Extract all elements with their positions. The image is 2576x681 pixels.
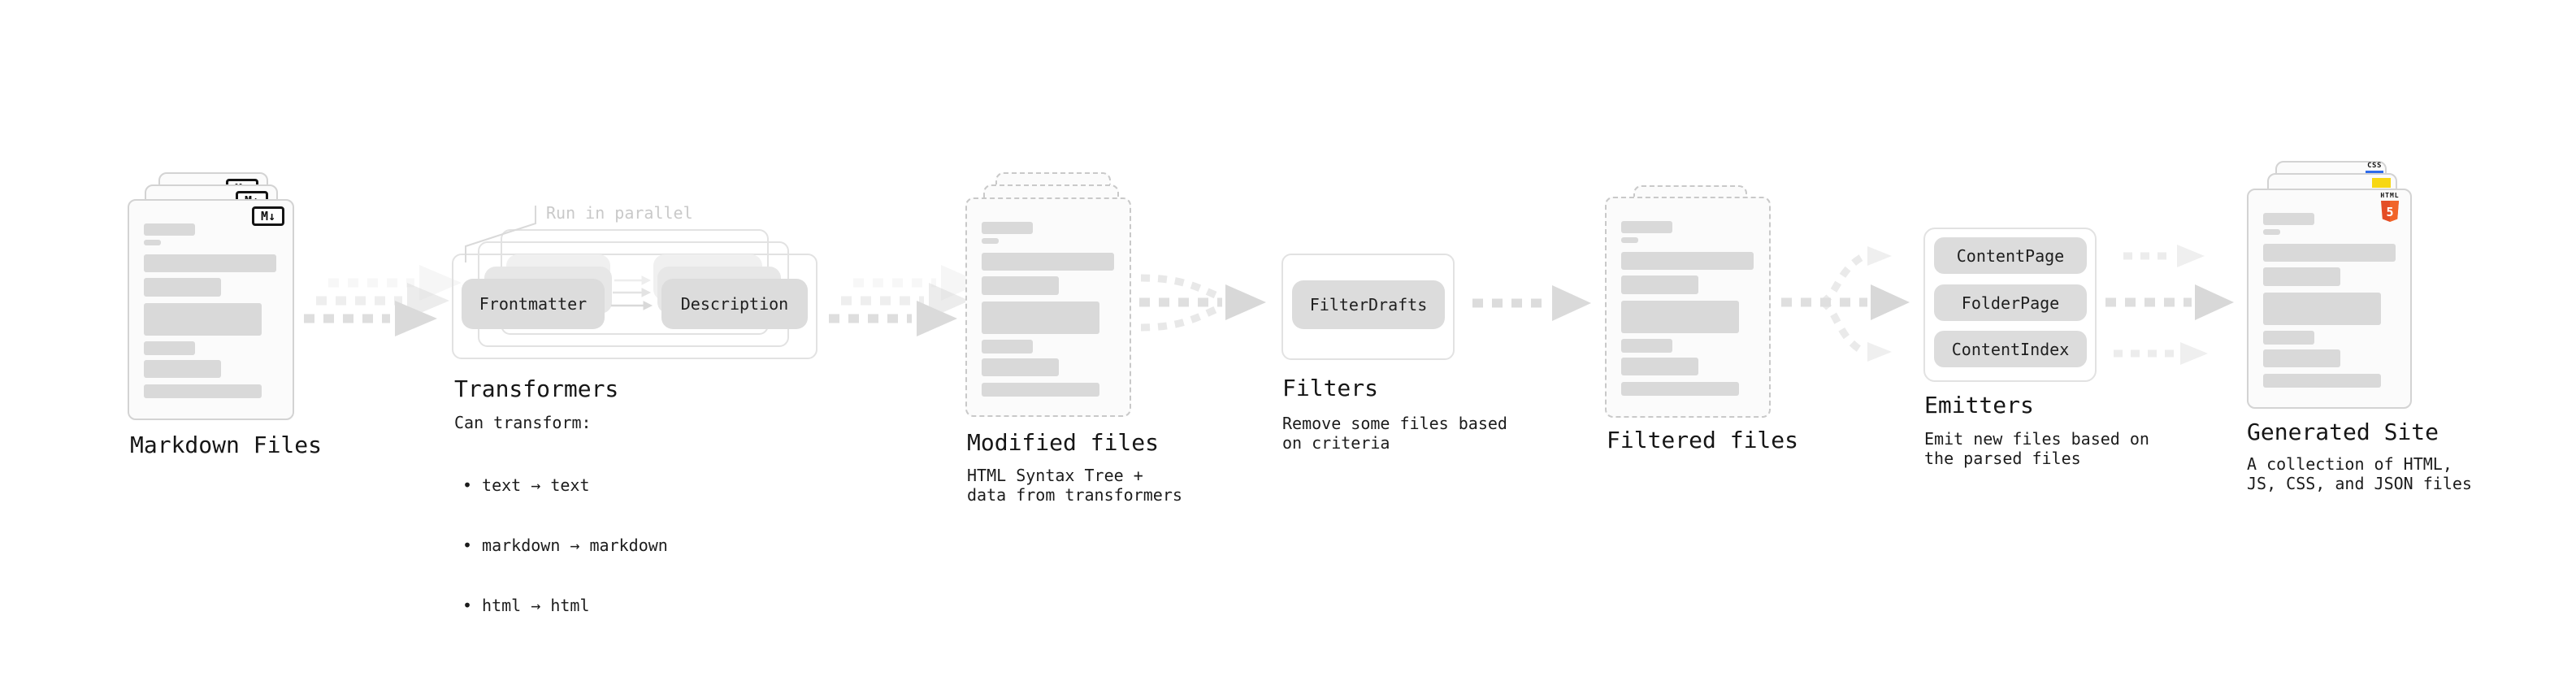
skeleton-text-bar — [1621, 221, 1672, 233]
file-card-front: M↓ — [128, 199, 294, 420]
skeleton-text-bar — [144, 240, 161, 245]
emitters-desc-line: the parsed files — [1924, 449, 2081, 468]
skeleton-text-bar — [2263, 244, 2396, 262]
skeleton-text-bar — [144, 303, 262, 336]
skeleton-text-bar — [2263, 293, 2381, 325]
emitters-label: Emitters — [1924, 392, 2034, 419]
modified-files-desc-line: HTML Syntax Tree + — [967, 466, 1143, 485]
modified-files-label: Modified files — [967, 429, 1160, 456]
flow-arrow-transformers-to-modified — [829, 265, 982, 336]
file-content-skeleton — [2263, 190, 2397, 407]
svg-text:5: 5 — [2386, 205, 2393, 219]
css-badge-underline — [2366, 171, 2383, 174]
flow-arrow-fan-in-to-filters — [1139, 274, 1266, 332]
skeleton-text-bar — [2263, 374, 2381, 388]
skeleton-text-bar — [982, 301, 1099, 334]
dashed-file-card-front — [1605, 197, 1771, 418]
skeleton-text-bar — [2263, 331, 2314, 345]
site-file-card-front — [2247, 189, 2412, 409]
generated-site-desc-line: JS, CSS, and JSON files — [2247, 474, 2472, 493]
flow-arrow-markdown-to-transformers — [304, 265, 462, 336]
skeleton-text-bar — [1621, 382, 1739, 396]
flow-arrow-filters-to-filtered — [1472, 285, 1591, 321]
transformer-run-box-front — [452, 254, 817, 359]
file-content-skeleton — [144, 201, 280, 419]
bullet-text: text → text — [482, 475, 590, 495]
skeleton-text-bar — [982, 340, 1033, 354]
dashed-file-card-front — [965, 197, 1131, 417]
emitter-content-index-box: ContentIndex — [1934, 331, 2087, 367]
html5-shield: 5 — [2381, 201, 2399, 222]
skeleton-text-bar — [1621, 339, 1672, 353]
transformers-label: Transformers — [454, 375, 619, 402]
skeleton-text-bar — [982, 238, 999, 244]
bullet-glyph: • — [462, 536, 473, 555]
bullet-text: markdown → markdown — [482, 536, 668, 555]
generated-site-label: Generated Site — [2247, 419, 2439, 445]
skeleton-text-bar — [1621, 275, 1698, 294]
bullet-text: html → html — [482, 596, 590, 615]
skeleton-text-bar — [982, 253, 1114, 271]
skeleton-text-bar — [2263, 267, 2340, 286]
transformers-desc-title: Can transform: — [454, 413, 592, 432]
skeleton-text-bar — [2263, 229, 2280, 235]
skeleton-text-bar — [144, 254, 276, 272]
skeleton-text-bar — [1621, 301, 1739, 333]
bullet-item: • text → text — [462, 475, 668, 496]
css-badge-text: CSS — [2367, 162, 2382, 170]
skeleton-text-bar — [2263, 213, 2314, 225]
skeleton-text-bar — [1621, 252, 1754, 270]
run-in-parallel-leader-line — [465, 206, 536, 262]
skeleton-text-bar — [144, 384, 262, 398]
skeleton-text-bar — [1621, 358, 1698, 375]
skeleton-text-bar — [144, 341, 195, 355]
markdown-icon: M↓ — [252, 206, 284, 226]
skeleton-text-bar — [144, 278, 221, 297]
transformer-description-box: Description — [661, 279, 808, 329]
generated-site-desc-line: A collection of HTML, — [2247, 454, 2452, 474]
skeleton-text-bar — [144, 360, 221, 378]
filter-drafts-box: FilterDrafts — [1292, 280, 1445, 329]
skeleton-text-bar — [144, 223, 195, 236]
emitter-content-page-box: ContentPage — [1934, 237, 2087, 274]
html5-icon: HTML 5 — [2377, 192, 2403, 223]
bullet-glyph: • — [462, 596, 473, 615]
bullet-item: • markdown → markdown — [462, 535, 668, 556]
bullet-glyph: • — [462, 475, 473, 495]
css-icon: CSS — [2365, 163, 2384, 174]
filters-label: Filters — [1282, 375, 1379, 401]
skeleton-text-bar — [982, 276, 1059, 295]
emitters-desc-line: Emit new files based on — [1924, 429, 2149, 449]
transformer-frontmatter-box: Frontmatter — [462, 279, 605, 329]
filters-desc-line: Remove some files based — [1282, 414, 1507, 433]
js-icon — [2372, 178, 2391, 188]
modified-files-desc-line: data from transformers — [967, 485, 1182, 505]
filters-container-box — [1281, 254, 1455, 360]
skeleton-text-bar — [982, 358, 1059, 376]
bullet-item: • html → html — [462, 595, 668, 616]
skeleton-text-bar — [982, 222, 1033, 234]
file-content-skeleton — [982, 199, 1117, 415]
skeleton-text-bar — [2263, 349, 2340, 367]
html5-badge-text: HTML — [2380, 192, 2400, 199]
markdown-files-label: Markdown Files — [130, 432, 323, 458]
file-content-skeleton — [1621, 198, 1756, 416]
flow-arrows-emitters-to-site — [2105, 245, 2234, 365]
emitter-folder-page-box: FolderPage — [1934, 284, 2087, 321]
transformers-bullet-list: • text → text • markdown → markdown • html … — [462, 436, 668, 655]
skeleton-text-bar — [982, 383, 1099, 397]
skeleton-text-bar — [1621, 237, 1638, 243]
filtered-files-label: Filtered files — [1607, 427, 1799, 453]
run-in-parallel-annotation: Run in parallel — [546, 203, 693, 223]
flow-arrow-fan-out-to-emitters — [1781, 246, 1910, 362]
filters-desc-line: on criteria — [1282, 433, 1390, 453]
emitters-container-box — [1923, 228, 2097, 382]
parallel-step-arrows — [611, 275, 653, 310]
